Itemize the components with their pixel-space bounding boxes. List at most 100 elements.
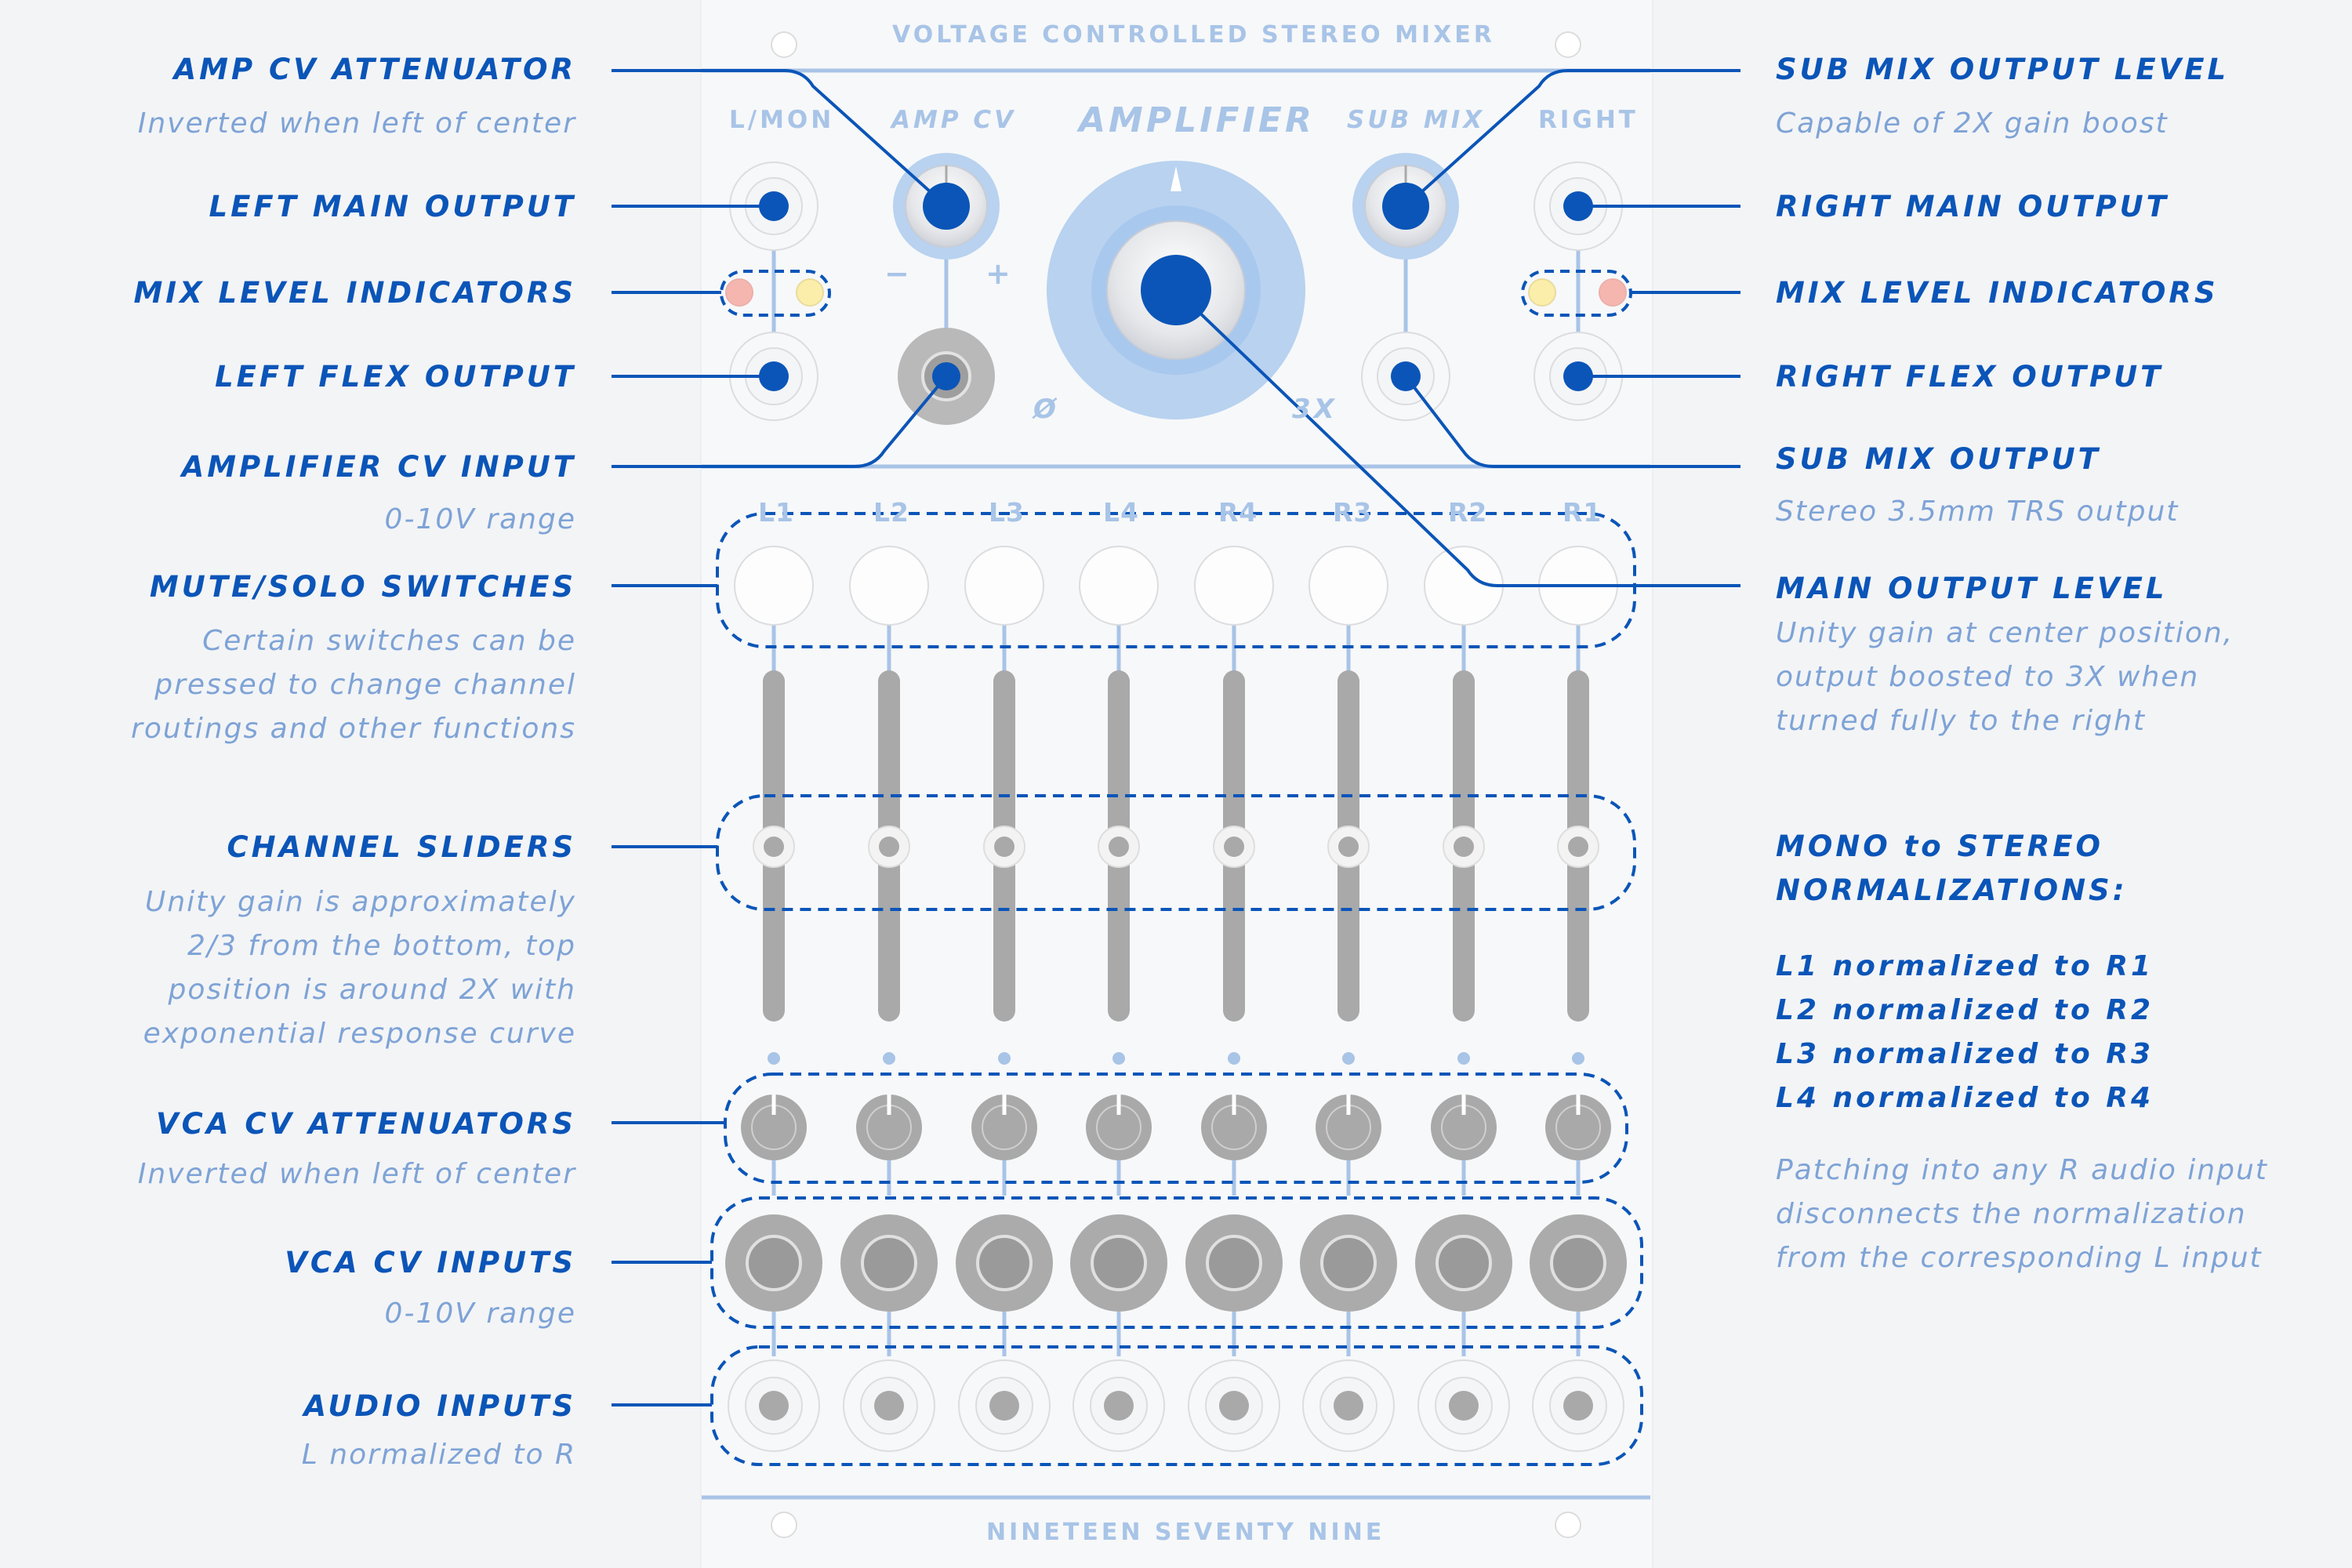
vca-cv-input-l3[interactable] xyxy=(976,1235,1033,1291)
mute-solo-switch-l2[interactable] xyxy=(849,546,929,626)
vca-input-group-outline xyxy=(710,1196,1643,1329)
channel-label-r1: R1 xyxy=(1563,497,1602,528)
panel-title: VOLTAGE CONTROLLED STEREO MIXER xyxy=(892,21,1495,49)
label-minus: − xyxy=(884,256,913,291)
mute-solo-switch-l4[interactable] xyxy=(1079,546,1159,626)
slider-handle-center-l4 xyxy=(1109,837,1129,857)
label-plus: + xyxy=(985,256,1014,291)
vca-cv-input-r3[interactable] xyxy=(1320,1235,1377,1291)
normalization-title-2: NORMALIZATIONS: xyxy=(1776,873,2128,907)
audio-input-r2[interactable] xyxy=(1449,1391,1479,1421)
label-amp-cv: AMP CV xyxy=(891,106,1017,134)
normalization-title-1: MONO to STEREO xyxy=(1776,829,2103,863)
vca-cv-input-l2[interactable] xyxy=(861,1235,917,1291)
left-led-red xyxy=(725,278,753,307)
left-led-yellow xyxy=(796,278,824,307)
normalization-item: L3 normalized to R3 xyxy=(1776,1038,2154,1070)
callout-title-right-right-flex-output: RIGHT FLEX OUTPUT xyxy=(1776,360,2164,394)
channel-label-l3: L3 xyxy=(989,497,1025,528)
label-phase: Ø xyxy=(1033,394,1059,425)
leader-sub-mix-level xyxy=(1404,69,1740,208)
vca-cv-attenuator-r4[interactable] xyxy=(1201,1094,1267,1160)
slider-handle-center-r1 xyxy=(1568,837,1588,857)
mute-solo-switch-l3[interactable] xyxy=(964,546,1044,626)
screw-hole-top-right xyxy=(1555,31,1581,58)
vca-cv-input-l4[interactable] xyxy=(1091,1235,1147,1291)
screw-hole-bottom-left xyxy=(771,1512,797,1538)
screw-hole-bottom-right xyxy=(1555,1512,1581,1538)
screw-hole-top-left xyxy=(771,31,797,58)
vca-cv-input-r4[interactable] xyxy=(1206,1235,1262,1291)
callout-desc-amplifier-cv-input: 0-10V range xyxy=(384,503,576,535)
leader-amp-cv-attenuator xyxy=(612,69,948,208)
vca-cv-input-r1[interactable] xyxy=(1550,1235,1606,1291)
channel-label-r2: R2 xyxy=(1448,497,1488,528)
callout-title-amp-cv-attenuator: AMP CV ATTENUATOR xyxy=(173,53,576,86)
mute-solo-switch-l1[interactable] xyxy=(734,546,814,626)
vca-cv-attenuator-l1[interactable] xyxy=(741,1094,807,1160)
callout-title-amplifier-cv-input: AMPLIFIER CV INPUT xyxy=(181,450,576,484)
vca-cv-attenuator-l2[interactable] xyxy=(856,1094,922,1160)
leader-amplifier-cv-input xyxy=(612,375,948,468)
channel-dot-l3 xyxy=(998,1052,1011,1065)
label-l-mon: L/MON xyxy=(729,106,835,134)
channel-dot-r2 xyxy=(1457,1052,1470,1065)
channel-dot-r3 xyxy=(1342,1052,1355,1065)
vca-cv-attenuator-r3[interactable] xyxy=(1316,1094,1381,1160)
audio-input-l4[interactable] xyxy=(1104,1391,1134,1421)
slider-handle-center-r4 xyxy=(1224,837,1244,857)
vca-cv-input-l1[interactable] xyxy=(746,1235,802,1291)
callout-title-right-main-output-level: MAIN OUTPUT LEVEL xyxy=(1776,572,2168,605)
amplifier-pointer-icon xyxy=(1171,166,1181,191)
callout-title-vca-cv-inputs: VCA CV INPUTS xyxy=(285,1246,576,1279)
vca-attenuator-group-outline xyxy=(724,1073,1628,1184)
panel-footer: NINETEEN SEVENTY NINE xyxy=(986,1519,1385,1546)
label-3x: 3X xyxy=(1292,394,1338,425)
callout-desc-audio-inputs: L normalized to R xyxy=(301,1439,576,1471)
label-amplifier: AMPLIFIER xyxy=(1079,100,1315,140)
slider-handle-center-l2 xyxy=(879,837,899,857)
callout-title-left-main-output: LEFT MAIN OUTPUT xyxy=(209,190,576,223)
audio-input-r4[interactable] xyxy=(1219,1391,1249,1421)
audio-input-l3[interactable] xyxy=(989,1391,1019,1421)
slider-handle-center-l3 xyxy=(994,837,1014,857)
callout-title-mix-level-indicators: MIX LEVEL INDICATORS xyxy=(133,276,576,310)
audio-input-r3[interactable] xyxy=(1334,1391,1363,1421)
right-led-red xyxy=(1599,278,1627,307)
vca-cv-attenuator-l4[interactable] xyxy=(1086,1094,1152,1160)
channel-dot-l1 xyxy=(768,1052,780,1065)
normalization-item: L4 normalized to R4 xyxy=(1776,1082,2154,1114)
left-led-group-outline xyxy=(720,270,831,317)
callout-desc-right-main-output-level: Unity gain at center position,output boo… xyxy=(1776,617,2234,737)
vca-cv-attenuator-r2[interactable] xyxy=(1431,1094,1497,1160)
callout-title-channel-sliders: CHANNEL SLIDERS xyxy=(227,830,576,864)
channel-dot-l4 xyxy=(1112,1052,1125,1065)
label-sub-mix: SUB MIX xyxy=(1347,106,1486,134)
audio-input-r1[interactable] xyxy=(1563,1391,1593,1421)
vca-cv-attenuator-l3[interactable] xyxy=(971,1094,1037,1160)
callout-title-mute-solo-switches: MUTE/SOLO SWITCHES xyxy=(149,570,576,604)
channel-label-l1: L1 xyxy=(758,497,794,528)
normalization-item: L2 normalized to R2 xyxy=(1776,994,2154,1026)
callout-desc-vca-cv-attenuators: Inverted when left of center xyxy=(137,1158,576,1190)
mute-solo-switch-r4[interactable] xyxy=(1194,546,1274,626)
callout-title-left-flex-output: LEFT FLEX OUTPUT xyxy=(215,360,576,394)
vca-cv-attenuator-r1[interactable] xyxy=(1545,1094,1611,1160)
right-led-yellow xyxy=(1528,278,1556,307)
normalization-item: L1 normalized to R1 xyxy=(1776,950,2154,982)
audio-input-l1[interactable] xyxy=(759,1391,789,1421)
callout-desc-right-sub-mix-output-level: Capable of 2X gain boost xyxy=(1776,107,2169,140)
audio-input-l2[interactable] xyxy=(874,1391,904,1421)
channel-dot-l2 xyxy=(883,1052,895,1065)
callout-title-right-right-main-output: RIGHT MAIN OUTPUT xyxy=(1776,190,2169,223)
vca-cv-input-r2[interactable] xyxy=(1436,1235,1492,1291)
slider-handle-center-l1 xyxy=(764,837,784,857)
slider-handle-center-r2 xyxy=(1454,837,1474,857)
slider-handle-center-r3 xyxy=(1338,837,1359,857)
mute-solo-switch-r3[interactable] xyxy=(1308,546,1388,626)
audio-input-group-outline xyxy=(710,1345,1643,1466)
